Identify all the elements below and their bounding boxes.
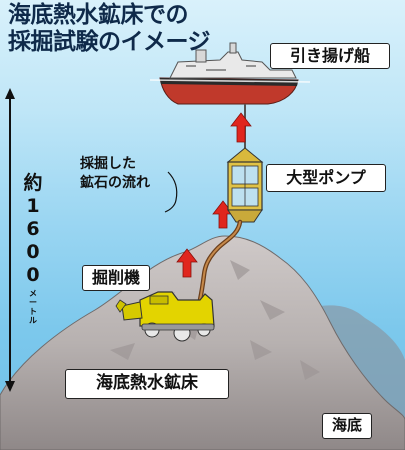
depth-label: 約 1 6 0 0 メ ー ト ル: [18, 172, 48, 325]
title-line-2: 採掘試験のイメージ: [8, 29, 211, 55]
depth-bar: [5, 88, 15, 392]
ship-label: 引き揚げ船: [270, 43, 390, 69]
ore-flow-label: 採掘した 鉱石の流れ: [80, 155, 150, 193]
excavator-illustration: [115, 291, 215, 342]
ore-flow-line-2: 鉱石の流れ: [80, 175, 150, 191]
ore-flow-line-1: 採掘した: [80, 156, 136, 172]
ship-illustration: [149, 42, 311, 105]
depth-char: 約: [23, 172, 43, 194]
depth-char: 1: [26, 195, 40, 217]
ore-flow-pointer: [164, 171, 178, 213]
depth-char: 0: [26, 264, 40, 286]
pump-label: 大型ポンプ: [266, 164, 386, 192]
depth-unit: メ ー ト ル: [29, 289, 37, 325]
deposit-label: 海底熱水鉱床: [65, 369, 229, 399]
excavator-label: 掘削機: [82, 265, 150, 291]
pump-illustration: [226, 147, 264, 223]
diagram-title: 海底熱水鉱床での 採掘試験のイメージ: [8, 2, 211, 56]
rock-texture: [110, 260, 320, 380]
title-line-1: 海底熱水鉱床での: [8, 2, 189, 28]
depth-char: 0: [26, 241, 40, 263]
depth-char: 6: [26, 218, 40, 240]
seafloor-label: 海底: [322, 413, 372, 439]
